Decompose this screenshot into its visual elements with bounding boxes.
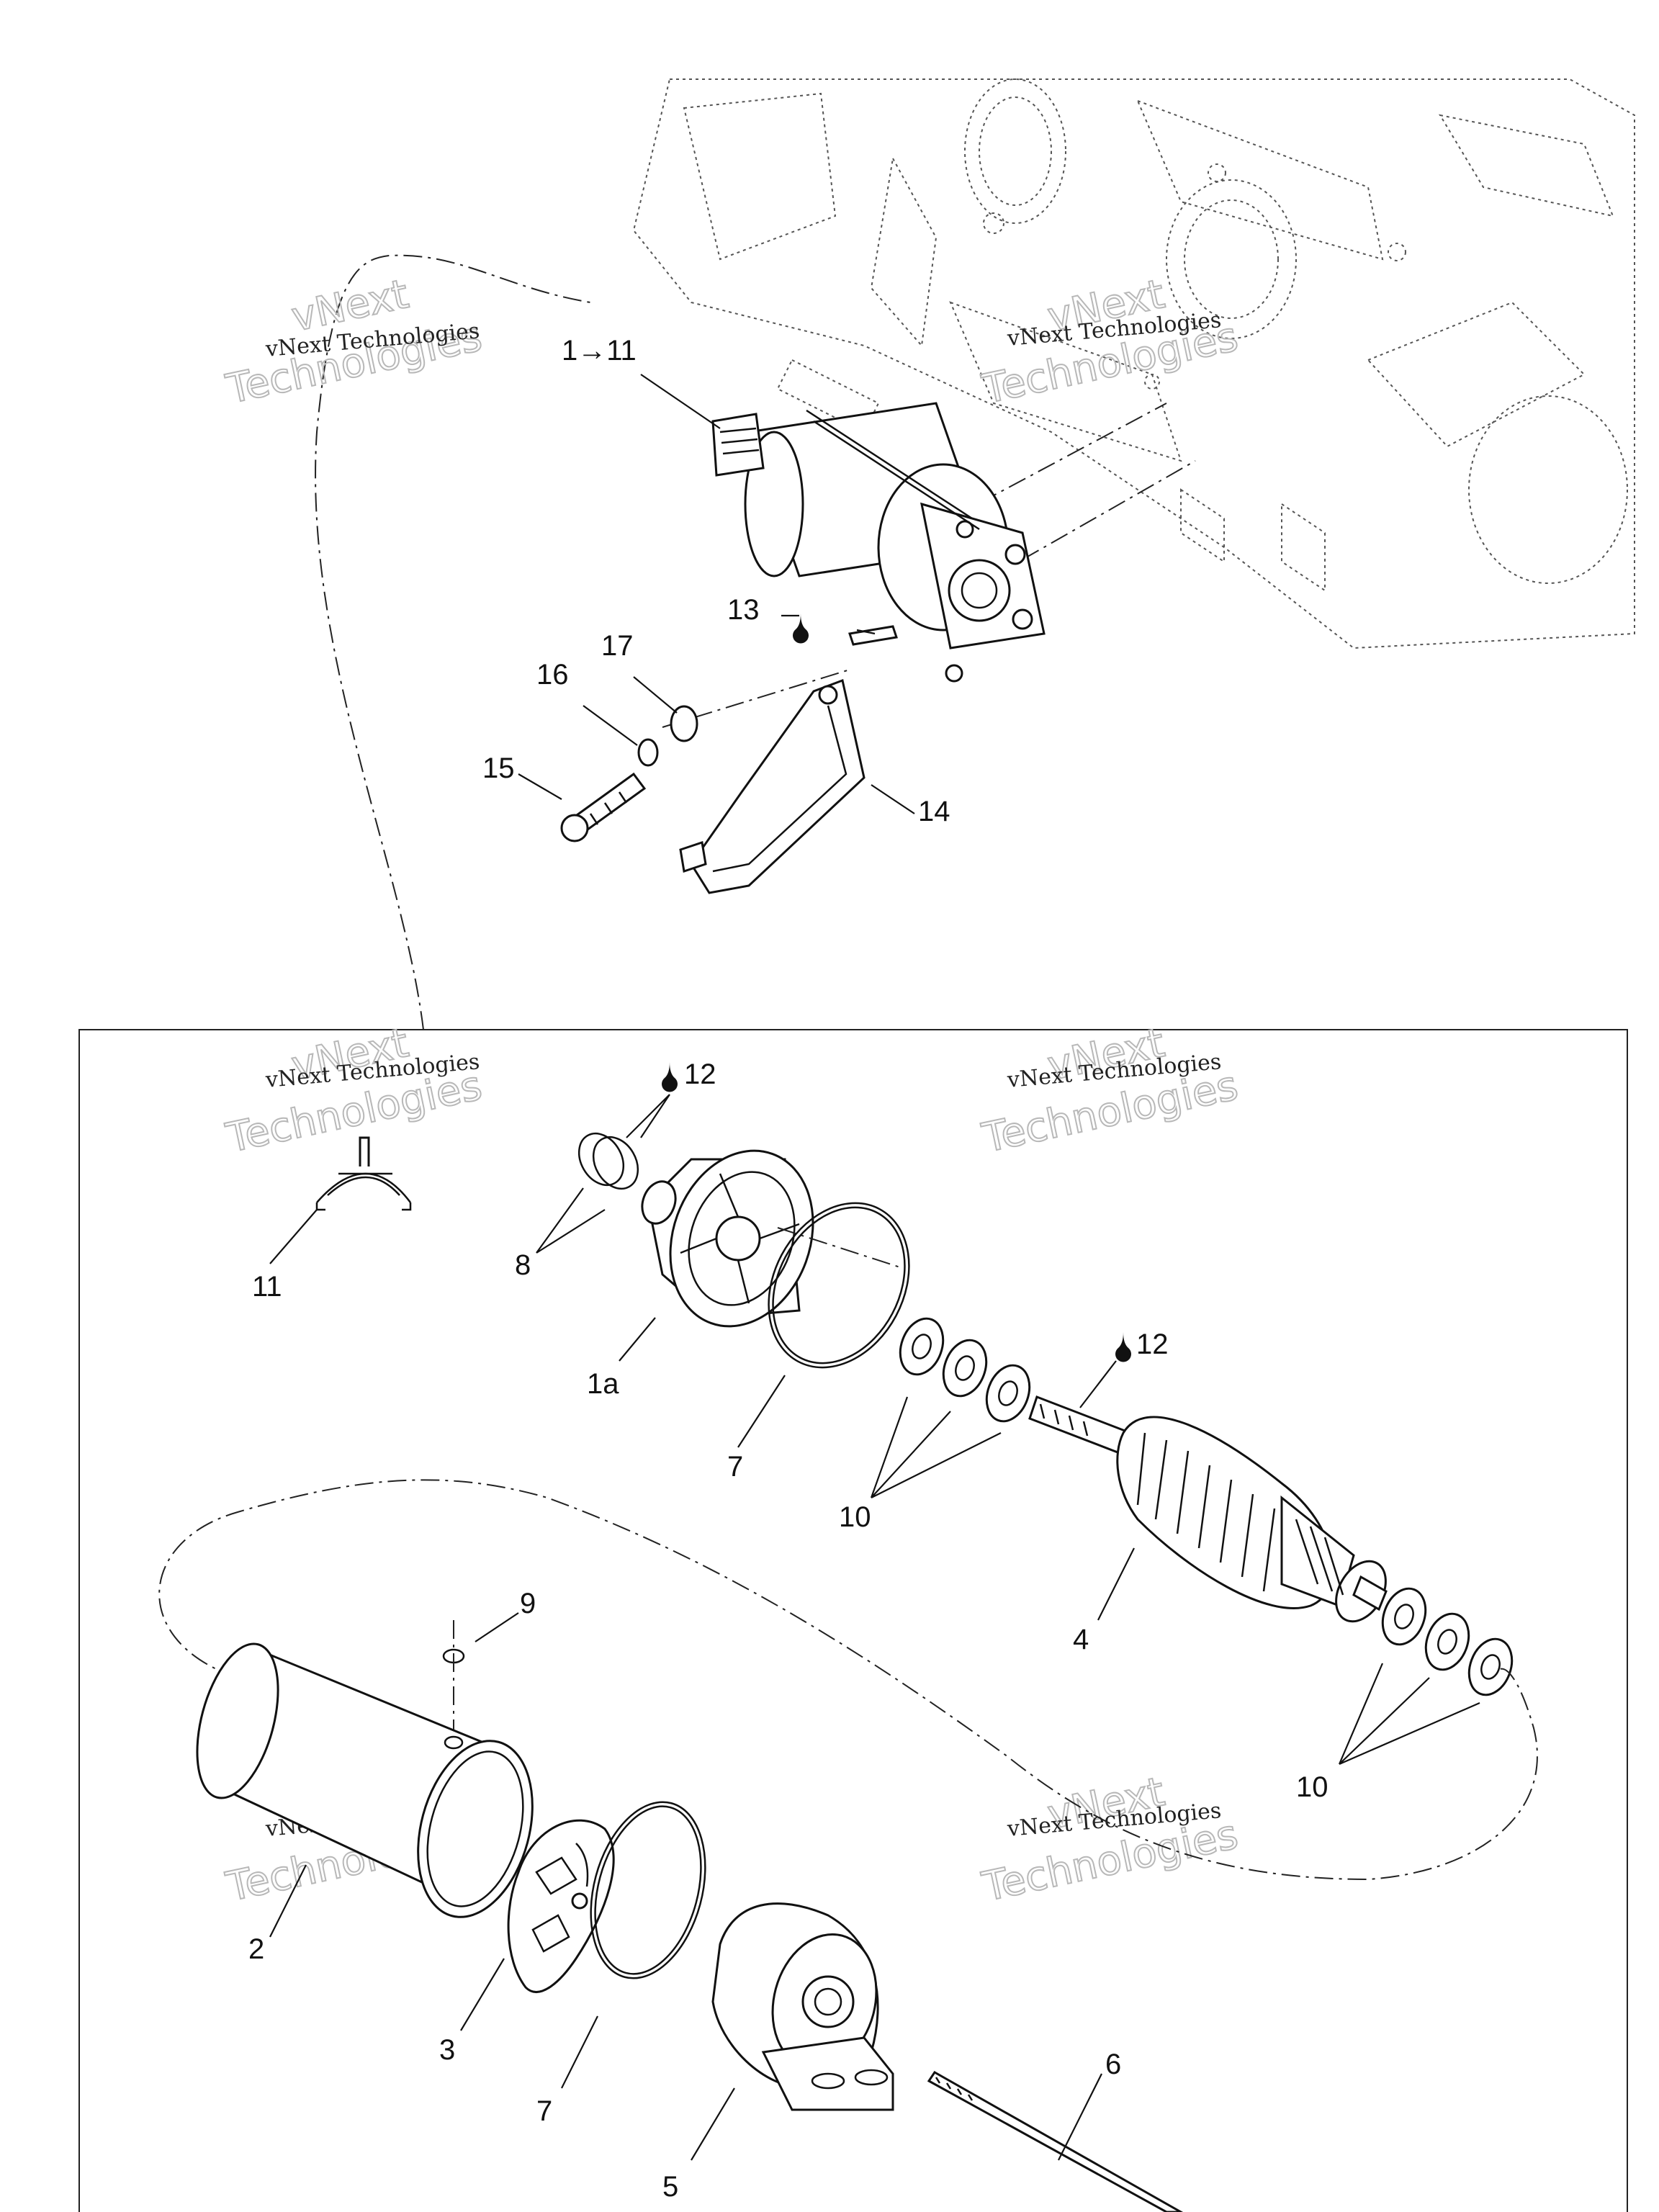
callout-7-lower: 7 bbox=[536, 2095, 552, 2127]
part-4-armature bbox=[1028, 1395, 1388, 1623]
part-6-through-bolt bbox=[927, 2071, 1184, 2212]
callout-7-upper: 7 bbox=[727, 1451, 743, 1483]
upper-leaders bbox=[518, 374, 915, 814]
callout-5: 5 bbox=[662, 2171, 678, 2203]
callout-13: 13 bbox=[727, 594, 760, 626]
lubricant-drop-icon bbox=[1115, 1332, 1131, 1362]
callout-10-upper: 10 bbox=[839, 1501, 871, 1533]
watermark-mid-left: vNext Technologies vNext Technologies bbox=[221, 1019, 486, 1163]
callout-assembly: 1→11 bbox=[562, 335, 637, 367]
part-10-washers-upper bbox=[899, 1317, 1031, 1423]
nut-17 bbox=[670, 705, 698, 742]
starter-motor-assembly bbox=[711, 402, 1046, 683]
watermark-mid-right: vNext Technologies vNext Technologies bbox=[977, 1019, 1242, 1163]
callout-14: 14 bbox=[918, 796, 950, 827]
callout-15: 15 bbox=[482, 752, 515, 784]
part-7-o-ring-upper bbox=[768, 1202, 910, 1369]
connector-line-assembly bbox=[315, 254, 591, 1030]
lubricant-drop-icon bbox=[793, 613, 809, 644]
part-3-brush-plate bbox=[507, 1819, 615, 1993]
part-7-o-ring-lower bbox=[590, 1801, 706, 1979]
detail-frame bbox=[78, 1029, 1628, 2212]
part-8-o-rings bbox=[577, 1132, 639, 1190]
part-1a-end-housing bbox=[641, 1149, 901, 1328]
watermark-top-left: vNext Technologies vNext Technologies bbox=[221, 270, 486, 414]
callout-6: 6 bbox=[1105, 2049, 1121, 2080]
watermark-bottom-right: vNext Technologies vNext Technologies bbox=[977, 1768, 1242, 1912]
part-5-commutator-housing bbox=[711, 1902, 894, 2111]
part-11-clip bbox=[315, 1136, 412, 1211]
callout-11: 11 bbox=[252, 1271, 282, 1303]
part-10-washers-lower bbox=[1381, 1587, 1514, 1696]
screw-15 bbox=[560, 772, 647, 842]
callout-16: 16 bbox=[536, 659, 569, 691]
guide-loop-lower bbox=[158, 1479, 1538, 1881]
starter-support-bracket bbox=[679, 678, 866, 894]
callout-12-top: 12 bbox=[684, 1058, 716, 1090]
watermark-top-right: vNext Technologies vNext Technologies bbox=[977, 270, 1242, 414]
lubricant-drop-icon bbox=[662, 1062, 678, 1092]
callout-12-mid: 12 bbox=[1136, 1328, 1169, 1360]
engine-crankcase bbox=[632, 78, 1635, 649]
washer-16 bbox=[637, 738, 659, 767]
callout-2: 2 bbox=[248, 1933, 264, 1965]
callout-4: 4 bbox=[1073, 1624, 1089, 1655]
callout-8: 8 bbox=[515, 1249, 531, 1281]
part-2-yoke-housing bbox=[196, 1642, 534, 1918]
callout-10-lower: 10 bbox=[1296, 1771, 1328, 1803]
callout-3: 3 bbox=[439, 2034, 455, 2066]
callout-1a: 1a bbox=[587, 1368, 619, 1400]
callout-9: 9 bbox=[520, 1588, 536, 1619]
callout-17: 17 bbox=[601, 630, 634, 662]
